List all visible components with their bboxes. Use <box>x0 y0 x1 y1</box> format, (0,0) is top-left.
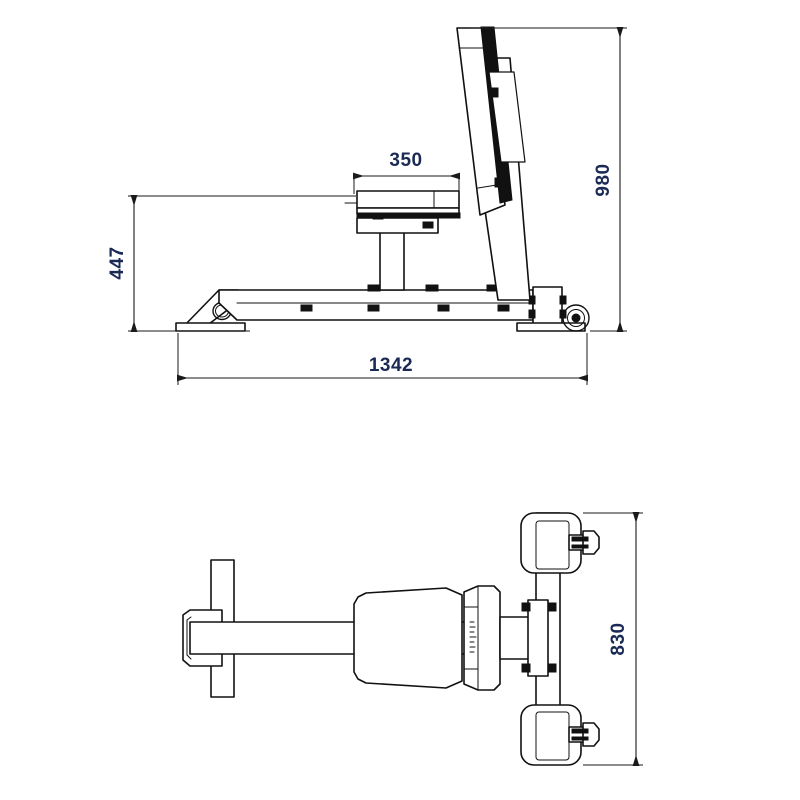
caster-wheel-bottom <box>582 722 600 747</box>
mount-bolt <box>528 309 536 319</box>
side-elevation-view <box>175 26 590 332</box>
bolt-head <box>547 663 557 673</box>
dimension-seat-height: 447 <box>107 195 356 332</box>
bolt-head <box>521 663 531 673</box>
dimension-label-1342: 1342 <box>369 355 413 376</box>
rear-foot-plate <box>516 322 586 332</box>
caster-wheel-assembly <box>562 304 590 332</box>
caster-wheel-top <box>582 530 600 555</box>
stabilizer-pivot-plate <box>527 599 549 677</box>
dimension-label-447: 447 <box>107 246 128 279</box>
backrest-assembly <box>456 26 531 301</box>
backrest-pad-seam-2 <box>463 606 479 670</box>
plan-view <box>182 512 600 766</box>
bolt-head <box>437 304 450 312</box>
backrest-pad-plan-group <box>463 585 501 691</box>
seat-cushion-top <box>356 190 460 209</box>
backrest-lock-pin <box>494 177 503 188</box>
seat-pad-assembly <box>344 190 461 219</box>
caster-wheel-mid <box>567 309 585 327</box>
caster-wheel-outer <box>562 304 590 332</box>
caster-tread-top <box>571 536 589 549</box>
dimension-seat-depth: 350 <box>353 150 460 194</box>
logo-strokes <box>469 621 477 653</box>
base-frame-assembly <box>175 284 590 332</box>
caster-foot-bottom <box>520 704 600 766</box>
front-cap-inner <box>186 616 192 660</box>
dimension-overall-length: 1342 <box>177 333 588 385</box>
bolt-head <box>367 304 380 312</box>
seat-base-strip <box>356 212 461 219</box>
dimension-overall-height: 980 <box>470 27 627 332</box>
brand-logo-mark <box>469 621 477 653</box>
dimension-label-350: 350 <box>389 150 422 171</box>
bolt-head <box>497 304 510 312</box>
caster-wheel-hub <box>571 313 581 323</box>
seat-pad-plan <box>353 587 463 689</box>
bolt-head <box>367 284 381 292</box>
backrest-pad-plan <box>463 585 501 691</box>
dimension-label-980: 980 <box>593 163 614 196</box>
seat-pedestal <box>356 212 439 291</box>
backrest-adjust-pin <box>490 87 499 98</box>
dimension-overall-width: 830 <box>583 512 643 766</box>
bolt-head <box>547 602 557 612</box>
rear-caster-mount-block <box>532 286 563 325</box>
bolt-head <box>422 221 434 229</box>
caster-tread-bottom <box>571 728 589 741</box>
mount-bolt <box>559 295 567 305</box>
front-foot-plate <box>175 322 246 332</box>
seat-post <box>379 230 405 291</box>
base-rail-bolts-mid <box>300 304 510 312</box>
bolt-head <box>425 284 439 292</box>
caster-foot-top <box>520 512 600 574</box>
dimension-label-830: 830 <box>608 622 629 655</box>
bolt-head <box>300 304 313 312</box>
bolt-head <box>521 602 531 612</box>
